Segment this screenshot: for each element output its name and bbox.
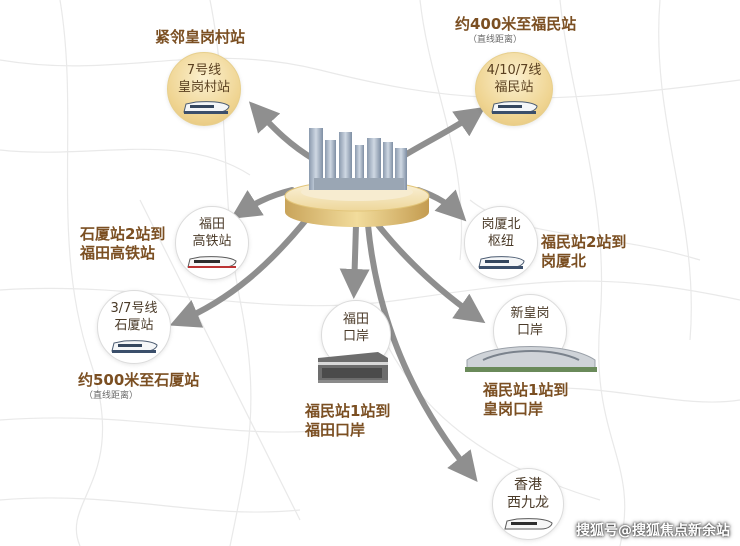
huanggang-port-line2: 口岸 [516, 323, 543, 338]
huanggangcun-line: 7号线 [186, 63, 222, 78]
west-kowloon-circle: 香港 西九龙 [492, 468, 564, 540]
shixia-heading: 约500米至石厦站 [78, 371, 200, 389]
shixia-distance-note: （直线距离） [84, 391, 139, 401]
fumin-distance-note: （直线距离） [468, 35, 523, 45]
huanggang-port-heading-2: 皇岗口岸 [483, 400, 544, 418]
huanggangcun-heading: 紧邻皇岗村站 [155, 28, 246, 46]
futian-hsr-heading-2: 福田高铁站 [80, 244, 156, 262]
futian-hsr-circle: 福田 高铁站 [175, 206, 249, 280]
gangxiabei-heading-2: 岗厦北 [541, 252, 587, 270]
train-icon [187, 256, 237, 268]
futian-port-heading-2: 福田口岸 [305, 421, 366, 439]
train-icon [183, 101, 230, 114]
futian-port-line2: 口岸 [342, 329, 369, 344]
gangxiabei-circle: 岗厦北 枢纽 [464, 206, 538, 280]
train-icon [504, 518, 553, 530]
central-project [284, 128, 430, 227]
shixia-name: 石厦站 [114, 318, 154, 333]
futian-port-line1: 福田 [342, 312, 369, 327]
huanggang-port-line1: 新皇岗 [510, 306, 550, 321]
arrow-futian-port [339, 222, 370, 299]
fumin-station-circle: 4/10/7线 福民站 [475, 52, 553, 126]
train-icon [111, 340, 158, 353]
gangxiabei-heading-1: 福民站2站到 [541, 233, 627, 251]
arrow-fumin [402, 106, 486, 158]
huanggangcun-station-circle: 7号线 皇岗村站 [167, 52, 241, 126]
fumin-name: 福民站 [494, 80, 534, 95]
arrow-west-kowloon [365, 222, 478, 483]
train-icon [491, 101, 538, 114]
fumin-heading: 约400米至福民站 [455, 15, 577, 33]
train-icon [478, 256, 525, 269]
futian-hsr-line2: 高铁站 [192, 234, 232, 249]
arrow-huanggangcun [248, 101, 318, 163]
arrow-shixia [169, 212, 313, 328]
shixia-lines: 3/7号线 [110, 301, 158, 316]
gangxiabei-line2: 枢纽 [487, 234, 514, 249]
huanggangcun-name: 皇岗村站 [177, 80, 230, 95]
futian-hsr-heading-1: 石厦站2站到 [80, 225, 166, 243]
watermark: 搜狐号@搜狐焦点新余站 [576, 523, 730, 539]
arrow-huanggang-port [375, 222, 486, 324]
huanggang-port-heading-1: 福民站1站到 [483, 381, 569, 399]
futian-hsr-line1: 福田 [198, 217, 225, 232]
west-kowloon-line2: 西九龙 [507, 495, 549, 511]
futian-port-building-image [318, 352, 388, 383]
futian-port-heading-1: 福民站1站到 [305, 402, 391, 420]
west-kowloon-line1: 香港 [514, 477, 542, 493]
route-arrows [169, 101, 486, 483]
huanggang-port-building-image [465, 346, 597, 372]
gangxiabei-line1: 岗厦北 [481, 217, 521, 232]
fumin-lines: 4/10/7线 [486, 63, 542, 78]
arrow-futian-hsr [230, 187, 295, 219]
shixia-circle: 3/7号线 石厦站 [97, 290, 171, 364]
